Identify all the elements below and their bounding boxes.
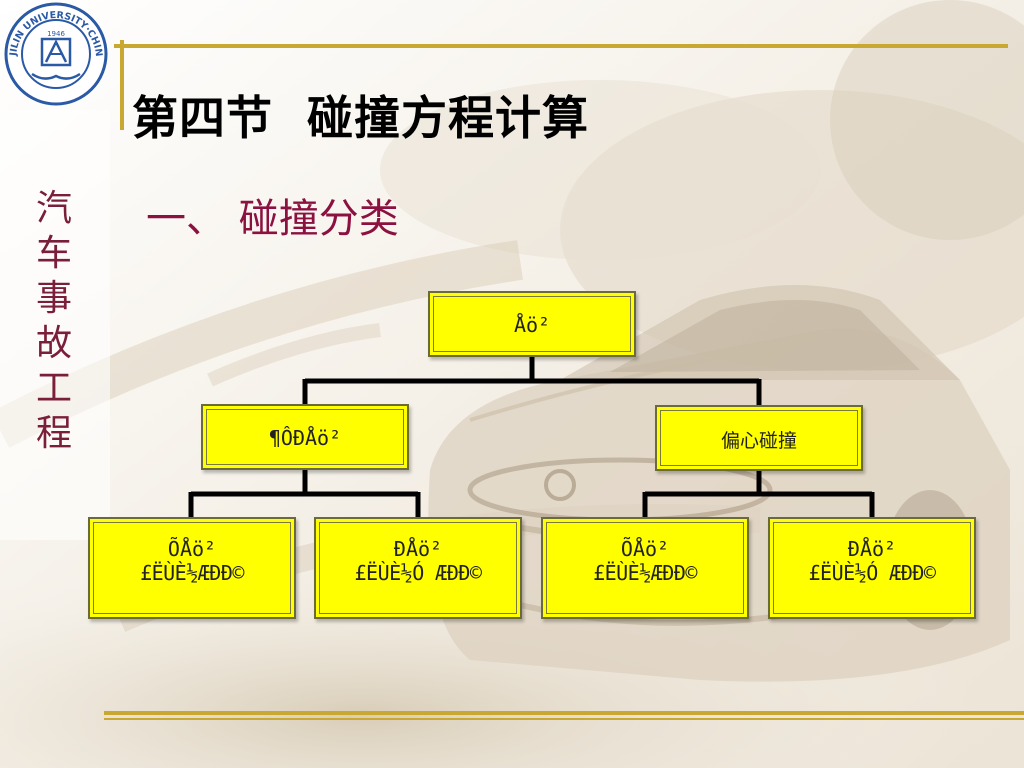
section-heading: 一、 碰撞分类 xyxy=(146,196,399,242)
jilin-university-logo: JILIN UNIVERSITY·CHINA 1946 xyxy=(4,2,108,106)
frontal-collision-box-1: ÕÅö² £ËÙÈ½ÆÐÐ© xyxy=(88,517,296,619)
frontal-collision-label: ÕÅö² xyxy=(167,537,217,561)
eccentric-collision-label: 偏心碰撞 xyxy=(720,430,797,452)
logo-year: 1946 xyxy=(47,30,65,38)
side-title-char: 工 xyxy=(35,368,72,409)
central-collision-label: ¶ÔÐÅö² xyxy=(268,426,342,450)
side-course-title: 汽 车 事 故 工 程 xyxy=(32,186,76,456)
side-title-char: 故 xyxy=(35,323,72,364)
side-title-char: 汽 xyxy=(35,188,72,229)
frontal-collision-label: ÕÅö² xyxy=(620,537,670,561)
oblique-collision-note: £ËÙÈ½Ó ÆÐÐ© xyxy=(808,561,936,585)
oblique-collision-box-2: ÐÅö² £ËÙÈ½Ó ÆÐÐ© xyxy=(768,517,976,619)
oblique-collision-label: ÐÅö² xyxy=(847,537,897,561)
side-title-char: 事 xyxy=(35,278,72,319)
oblique-collision-box-1: ÐÅö² £ËÙÈ½Ó ÆÐÐ© xyxy=(314,517,522,619)
side-title-char: 车 xyxy=(35,233,72,274)
frontal-collision-box-2: ÕÅö² £ËÙÈ½ÆÐÐ© xyxy=(541,517,749,619)
central-collision-box: ¶ÔÐÅö² xyxy=(201,404,409,470)
slide-title: 第四节 碰撞方程计算 xyxy=(132,91,590,145)
oblique-collision-label: ÐÅö² xyxy=(393,537,443,561)
oblique-collision-note: £ËÙÈ½Ó ÆÐÐ© xyxy=(354,561,482,585)
root-collision-label: Åö² xyxy=(513,313,551,337)
side-title-char: 程 xyxy=(35,413,72,454)
root-collision-box: Åö² xyxy=(428,291,636,357)
frontal-collision-note: £ËÙÈ½ÆÐÐ© xyxy=(140,561,244,585)
frontal-collision-note: £ËÙÈ½ÆÐÐ© xyxy=(593,561,697,585)
eccentric-collision-box: 偏心碰撞 xyxy=(655,405,863,471)
